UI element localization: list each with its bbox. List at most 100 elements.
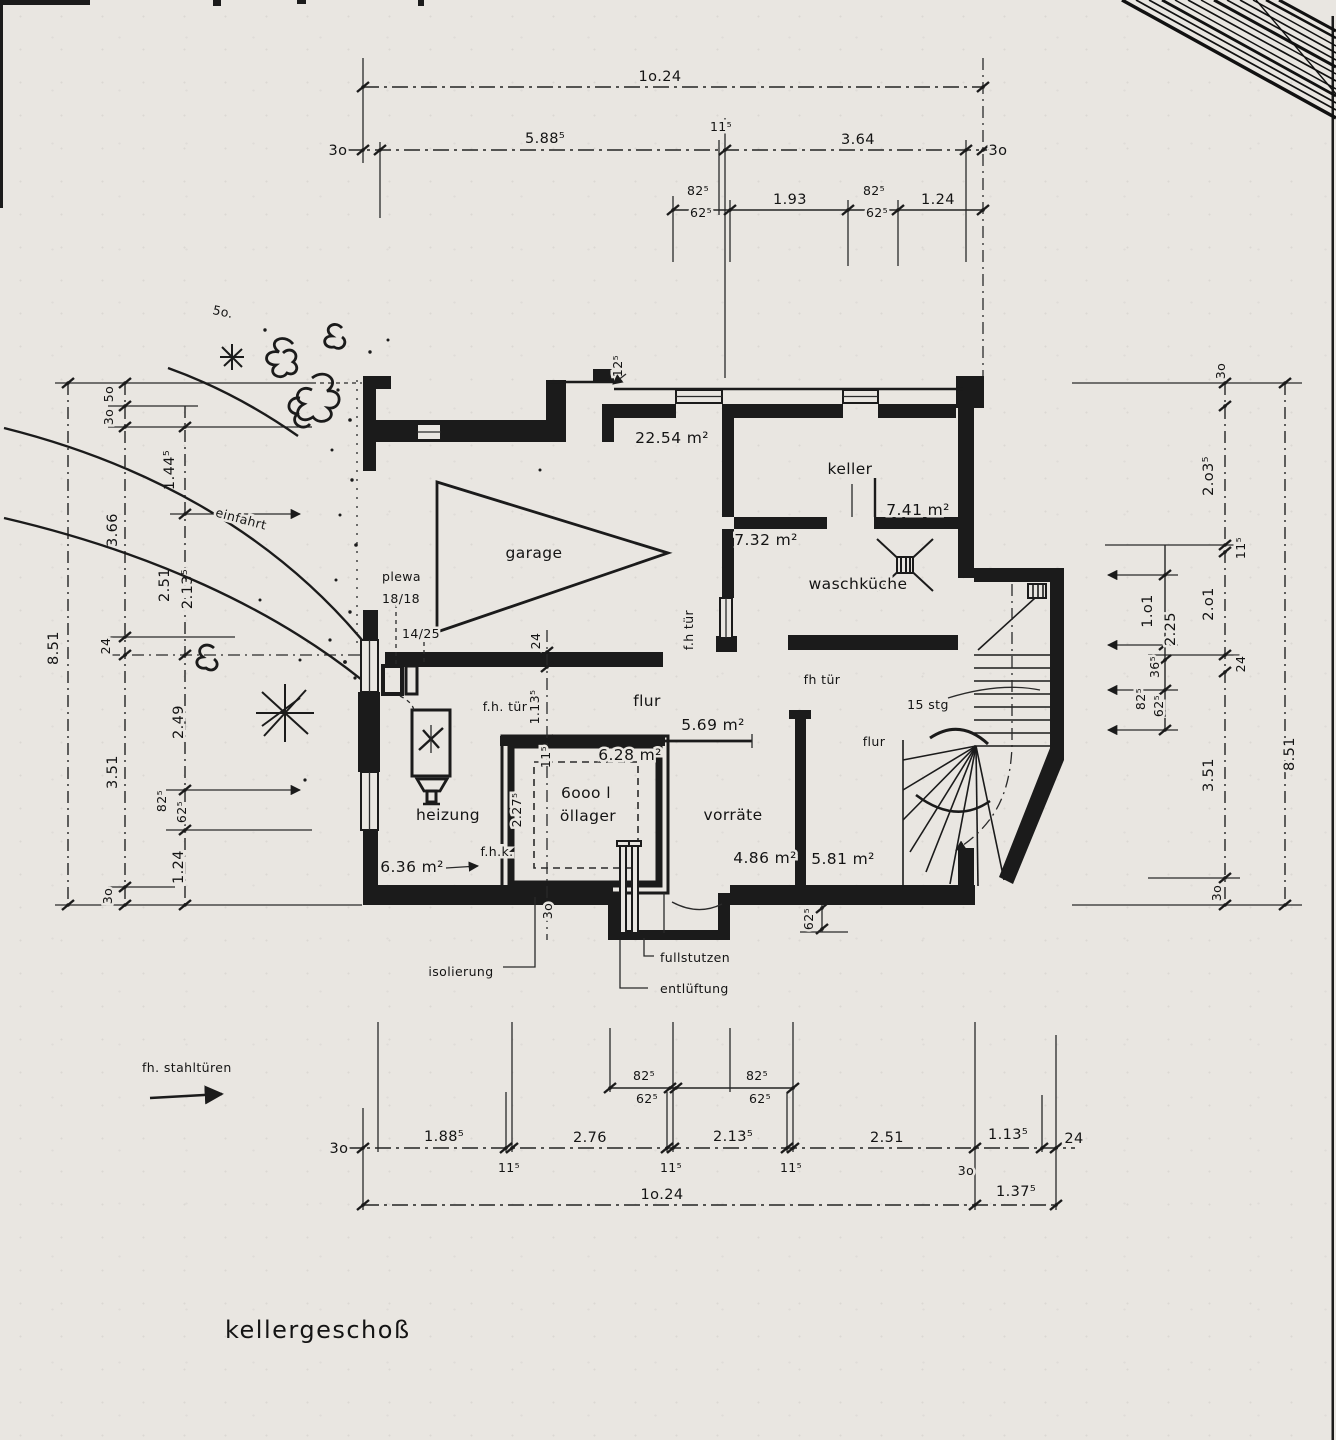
dim-label: 1.88⁵ (424, 1129, 464, 1145)
dim-label: 2.49 (171, 705, 187, 739)
dim-label: 2.76 (573, 1130, 607, 1146)
dim-label: 11⁵ (538, 746, 553, 768)
dim-label: 2.51 (157, 568, 173, 602)
room-area-abstellraum: 7.32 m² (734, 531, 798, 549)
dim-label: 2.25 (1163, 612, 1179, 646)
label-fuellstutzen: fullstutzen (660, 950, 730, 965)
dim-label: 3o (329, 143, 348, 159)
dim-label: 8.51 (46, 631, 62, 665)
chimney-flue (404, 664, 419, 696)
dim-label: 24 (528, 633, 543, 650)
oil-tank-room (500, 630, 670, 934)
label-door-wasch: fh tür (804, 672, 841, 687)
dim-label: 2.27⁵ (509, 793, 524, 828)
dim-label: 82⁵ (633, 1068, 655, 1083)
dim-label: 1o.24 (639, 69, 682, 85)
dim-label: 62⁵ (690, 205, 712, 220)
starburst-symbol (256, 684, 314, 742)
dim-label: 82⁵ (687, 183, 709, 198)
dim-label: 8.51 (1282, 737, 1298, 771)
room-label-waschkueche: waschküche (809, 575, 908, 593)
label-isolierung: isolierung (428, 964, 493, 979)
plan-dimensions: 12⁵ 24 1.13⁵ 11⁵ 2.27⁵ 3o 62⁵ (507, 352, 848, 940)
dim-label: 2.13⁵ (713, 1129, 753, 1145)
dim-label: 3o (1213, 363, 1228, 379)
dim-label: 3.64 (841, 132, 875, 148)
dim-label: 3o (989, 143, 1008, 159)
room-area-vorraete: 4.86 m² (733, 849, 797, 867)
dim-label: 62⁵ (801, 908, 816, 930)
driveway-label: einfahrt (214, 505, 268, 533)
dim-label: 62⁵ (1151, 695, 1166, 717)
dim-label: 11⁵ (1233, 537, 1248, 559)
room-label-flur: flur (633, 692, 661, 710)
dim-label: 3.66 (105, 513, 121, 547)
dim-label: 1.24 (921, 192, 955, 208)
room-area-flur: 5.69 m² (681, 716, 745, 734)
dim-label: 62⁵ (636, 1091, 658, 1106)
boiler-symbol (399, 695, 452, 806)
steel-doors-note: fh. stahltüren (142, 1060, 232, 1075)
page-title: kellergeschoß (225, 1316, 411, 1344)
walls (358, 369, 1064, 940)
dim-label: 1.44⁵ (162, 450, 178, 490)
dim-label: 2.o1 (1201, 587, 1217, 621)
floor-plan: 12⁵ 24 1.13⁵ 11⁵ 2.27⁵ 3o 62⁵ (358, 352, 1064, 989)
label-plewa-format: 18/18 (382, 591, 420, 606)
dim-label: 1.37⁵ (996, 1184, 1036, 1200)
corner-hatch (1121, 0, 1336, 120)
stairs-steps-label: 15 stg (907, 697, 949, 712)
dim-label: 1.13⁵ (527, 690, 542, 725)
dim-label: 11⁵ (780, 1160, 802, 1175)
dim-label: 62⁵ (866, 205, 888, 220)
room-area-keller: 7.41 m² (886, 501, 950, 519)
dim-label: 82⁵ (746, 1068, 768, 1083)
dim-label: 3.51 (105, 755, 121, 789)
dim-label: 3.51 (1201, 758, 1217, 792)
dim-label: 82⁵ (863, 183, 885, 198)
vent-pipe (631, 844, 639, 934)
floor-drain-icon (876, 538, 934, 592)
dim-label: 24 (1233, 656, 1248, 673)
tree-symbol (220, 344, 244, 370)
label-entlueftung: entlüftung (660, 981, 729, 996)
bottom-dimensions: 82⁵ 62⁵ 82⁵ 62⁵ 3o 1.88⁵ 11⁵ 2.76 11⁵ 2.… (327, 1022, 1086, 1212)
dim-label: 11⁵ (660, 1160, 682, 1175)
dim-label: 24 (1064, 1131, 1083, 1147)
label-plewa: plewa (382, 569, 421, 584)
fill-pipe (619, 844, 627, 934)
right-dimensions: 8.51 3o 2.o3⁵ 11⁵ 2.o1 24 3.51 3o 1.o1 2… (1072, 360, 1302, 912)
dim-label: 1o.24 (641, 1187, 684, 1203)
gravel-dots (258, 328, 542, 782)
chimney-flue (381, 664, 404, 696)
dim-label: 1.93 (773, 192, 807, 208)
dim-label: 1.13⁵ (988, 1127, 1028, 1143)
dim-label: 3o (100, 888, 115, 904)
label-kamin-format: 14/25 (402, 626, 440, 641)
top-dimensions: 1o.24 3o 5.88⁵ 11⁵ 3.64 3o 82⁵ 62⁵ 1.93 … (326, 58, 1010, 378)
room-area-oellager: 6.28 m² (598, 746, 662, 764)
dim-label: 12⁵ (610, 355, 625, 377)
dim-label: 82⁵ (154, 790, 169, 812)
dim-label: 5o (101, 386, 116, 402)
dim-label: 62⁵ (749, 1091, 771, 1106)
dim-label: 62⁵ (174, 801, 189, 823)
dim-label: 2.o3⁵ (1201, 456, 1217, 496)
dim-label: 3o (330, 1141, 349, 1157)
dim-label: 11⁵ (710, 119, 732, 134)
room-label-vorraete: vorräte (703, 806, 762, 824)
label-door-heizung: f.h. tür (483, 699, 528, 714)
room-label-heizung: heizung (416, 806, 480, 824)
room-area-flur2: 5.81 m² (811, 850, 875, 868)
dim-label: 3o (1209, 885, 1224, 901)
dim-label: 24 (98, 638, 113, 655)
room-area-garage: 22.54 m² (635, 429, 709, 447)
room-label-garage: garage (506, 544, 563, 562)
site-marking: 5o. (211, 302, 234, 321)
label-door-garage: f.h tür (681, 609, 696, 650)
garage-arrow (435, 480, 673, 634)
plan-labels: 22.54 m² garage keller 7.41 m² 7.32 m² w… (378, 427, 952, 999)
window-symbols (360, 389, 879, 831)
